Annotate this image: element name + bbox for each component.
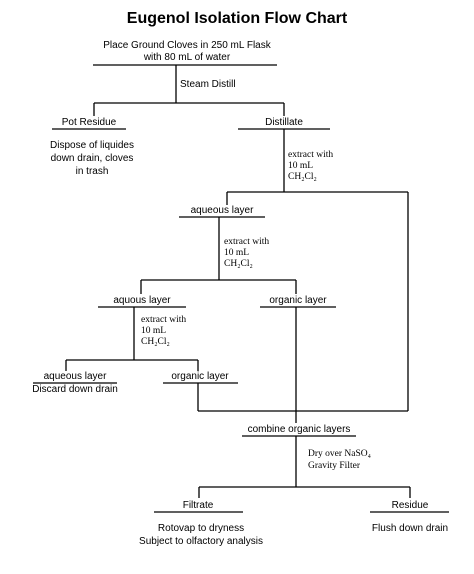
- extract-1-line-1: extract with: [288, 150, 334, 160]
- start-line-1: Place Ground Cloves in 250 mL Flask: [103, 40, 271, 51]
- extract-2-line-2: 10 mL: [224, 248, 250, 258]
- steam-distill-label: Steam Distill: [180, 79, 236, 90]
- pot-residue-note-1: Dispose of liquides: [50, 140, 134, 151]
- dry-line-2: Gravity Filter: [308, 461, 360, 471]
- extract-1-line-2: 10 mL: [288, 161, 314, 171]
- extract-3-line-3: CH₂Cl₂: [141, 337, 170, 347]
- dry-line-1: Dry over NaSO₄: [308, 449, 371, 459]
- pot-residue-note-2: down drain, cloves: [50, 153, 134, 164]
- aquous-layer-label: aquous layer: [113, 295, 171, 306]
- residue-label: Residue: [391, 500, 429, 511]
- combine-label: combine organic layers: [247, 424, 351, 435]
- extract-3-line-1: extract with: [141, 315, 187, 325]
- chart-title: Eugenol Isolation Flow Chart: [126, 10, 348, 27]
- residue-note: Flush down drain: [371, 523, 449, 534]
- filtrate-note-1: Rotovap to dryness: [157, 523, 245, 534]
- distillate-label: Distillate: [265, 117, 303, 128]
- pot-residue-label: Pot Residue: [61, 117, 117, 128]
- extract-2-line-3: CH₂Cl₂: [224, 259, 253, 269]
- start-line-2: with 80 mL of water: [143, 52, 231, 63]
- filtrate-label: Filtrate: [182, 500, 214, 511]
- extract-2-line-1: extract with: [224, 237, 270, 247]
- extract-3-line-2: 10 mL: [141, 326, 167, 336]
- organic-layer-2-label: organic layer: [171, 371, 229, 382]
- organic-layer-1-label: organic layer: [269, 295, 327, 306]
- aqueous-layer-3-note: Discard down drain: [32, 384, 118, 395]
- filtrate-note-2: Subject to olfactory analysis: [139, 536, 263, 547]
- aqueous-layer-1-label: aqueous layer: [190, 205, 254, 216]
- extract-1-line-3: CH₂Cl₂: [288, 172, 317, 182]
- aqueous-layer-3-label: aqueous layer: [43, 371, 107, 382]
- pot-residue-note-3: in trash: [75, 166, 109, 177]
